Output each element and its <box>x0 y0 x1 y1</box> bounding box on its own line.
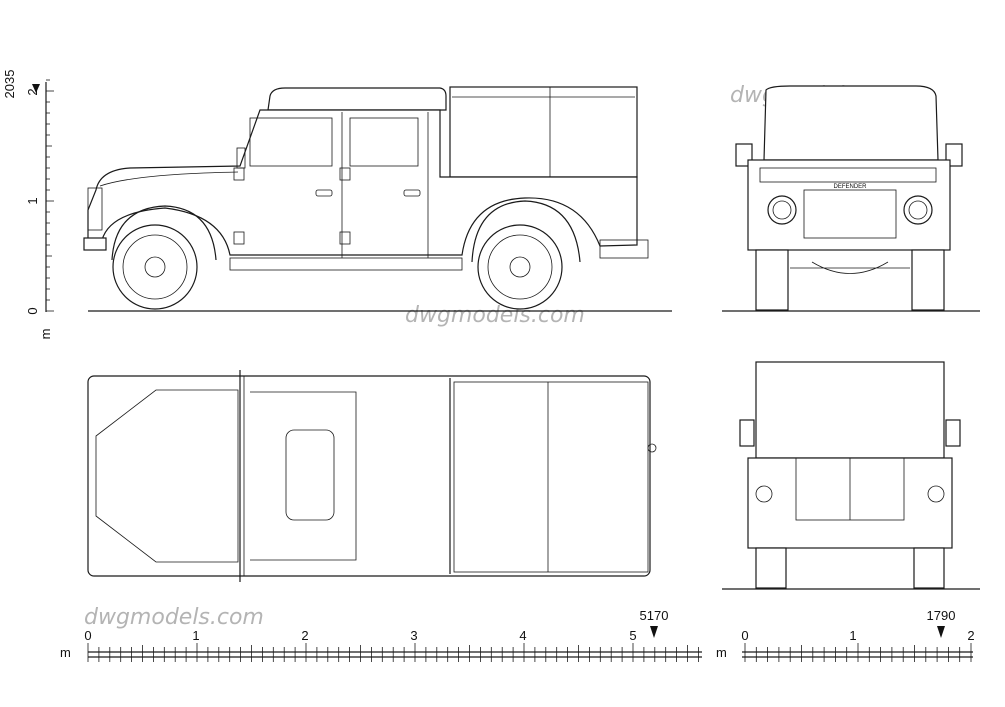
rear-view <box>722 361 980 590</box>
vertical-scale: 0 1 2 2035 m <box>2 70 54 340</box>
long-scale-label-4: 4 <box>519 628 526 643</box>
long-scale-unit: m <box>60 645 71 660</box>
short-scale-marker-arrow <box>937 626 945 638</box>
vertical-scale-unit: m <box>38 329 53 340</box>
watermark-center: dwgmodels.com <box>405 303 585 328</box>
long-scale-label-0: 0 <box>84 628 91 643</box>
short-scale-label-2: 2 <box>967 628 974 643</box>
short-scale-label-0: 0 <box>741 628 748 643</box>
long-scale: m 0 1 2 3 4 5 5170 <box>60 608 702 662</box>
top-view <box>87 370 657 582</box>
vertical-scale-marker-value: 2035 <box>2 70 17 99</box>
side-view <box>83 86 672 312</box>
short-scale: m 0 1 2 1790 <box>716 608 975 662</box>
long-scale-label-5: 5 <box>629 628 636 643</box>
front-view: DEFENDER <box>722 85 980 312</box>
long-scale-marker-arrow <box>650 626 658 638</box>
long-scale-label-1: 1 <box>192 628 199 643</box>
vertical-scale-label-0: 0 <box>25 307 40 314</box>
vertical-scale-label-2: 2 <box>25 88 40 95</box>
long-scale-label-3: 3 <box>410 628 417 643</box>
long-scale-label-2: 2 <box>301 628 308 643</box>
vertical-scale-marker-arrow <box>32 84 40 93</box>
watermark-bottom-left: dwgmodels.com <box>84 605 264 630</box>
vertical-scale-label-1: 1 <box>25 197 40 204</box>
grille-badge: DEFENDER <box>833 184 867 190</box>
short-scale-marker-value: 1790 <box>927 608 956 623</box>
short-scale-label-1: 1 <box>849 628 856 643</box>
long-scale-marker-value: 5170 <box>640 608 669 623</box>
short-scale-unit: m <box>716 645 727 660</box>
